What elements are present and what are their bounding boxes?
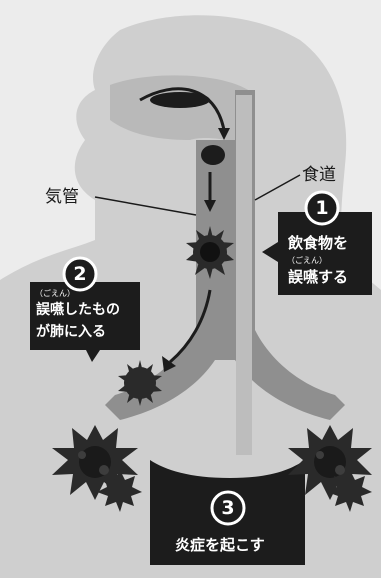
step-2-line2: が肺に入る bbox=[36, 324, 106, 340]
food-bolus bbox=[201, 145, 225, 165]
esophagus-label: 食道 bbox=[302, 165, 336, 185]
infection-cluster-right bbox=[288, 425, 372, 512]
infection-cluster-left bbox=[52, 425, 142, 512]
step-2-number: 2 bbox=[73, 263, 87, 285]
callout-2-box bbox=[30, 282, 140, 362]
swallow-arrow bbox=[139, 87, 226, 131]
lung-arrow bbox=[169, 289, 212, 364]
trachea-leader bbox=[94, 196, 197, 216]
step-3-badge bbox=[210, 490, 246, 526]
particle-lung bbox=[118, 360, 162, 406]
step-2-line1: 誤嚥したもの bbox=[36, 302, 120, 318]
step-1-number: 1 bbox=[315, 197, 329, 219]
step-3-number: 3 bbox=[221, 497, 235, 519]
step-2-ruby: （ごえん） bbox=[35, 289, 75, 298]
particle-trachea bbox=[186, 226, 234, 279]
tongue-shape bbox=[150, 92, 210, 108]
step-3-line1: 炎症を起こす bbox=[175, 536, 265, 554]
lung-arrowhead bbox=[162, 356, 176, 372]
down-arrowhead bbox=[204, 200, 216, 212]
callout-1-box bbox=[262, 212, 372, 295]
step-1-badge bbox=[304, 190, 340, 226]
swallow-arrowhead bbox=[218, 128, 230, 140]
step-2-badge bbox=[62, 256, 98, 292]
step-1-ruby: （ごえん） bbox=[287, 256, 327, 265]
step-1-line2: 誤嚥する bbox=[288, 268, 349, 286]
trachea-label: 気管 bbox=[45, 187, 79, 207]
head-shading bbox=[110, 75, 255, 150]
esophagus-tube bbox=[236, 95, 252, 455]
step-1-line1: 飲食物を bbox=[288, 234, 349, 252]
esophagus-leader bbox=[254, 174, 301, 201]
